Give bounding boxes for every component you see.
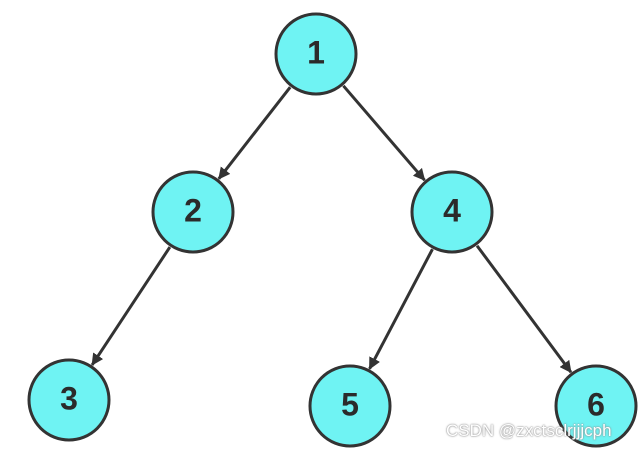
node-5: 5 bbox=[308, 364, 392, 448]
node-5-label: 5 bbox=[341, 386, 359, 422]
node-4-label: 4 bbox=[443, 192, 461, 228]
edge-1-to-2 bbox=[217, 86, 292, 180]
node-3-label: 3 bbox=[60, 380, 78, 416]
node-1-label: 1 bbox=[307, 34, 325, 70]
edge-4-to-6 bbox=[475, 244, 573, 374]
node-6: 6 bbox=[554, 364, 638, 448]
watermark-text: CSDN @zxctsclrjjjcph bbox=[446, 421, 612, 440]
node-2: 2 bbox=[151, 170, 235, 254]
node-1: 1 bbox=[274, 12, 358, 96]
node-4: 4 bbox=[410, 170, 494, 254]
edge-1-to-4 bbox=[342, 84, 426, 182]
node-2-label: 2 bbox=[184, 192, 202, 228]
edge-4-to-5 bbox=[368, 248, 434, 370]
edge-2-to-3 bbox=[90, 246, 172, 366]
node-6-label: 6 bbox=[587, 386, 605, 422]
node-3: 3 bbox=[27, 358, 111, 442]
